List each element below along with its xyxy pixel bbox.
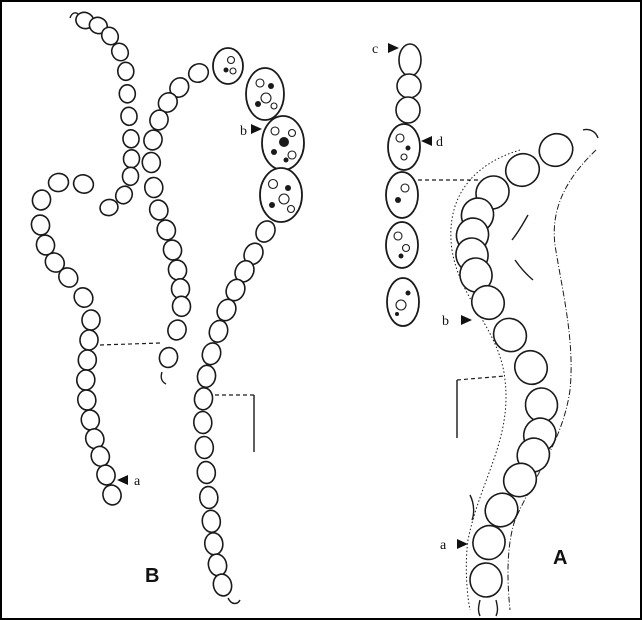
cell bbox=[123, 149, 140, 168]
cell bbox=[78, 349, 97, 370]
cell bbox=[122, 167, 139, 186]
cell bbox=[120, 107, 138, 126]
cell bbox=[469, 562, 503, 598]
marker-label-d-a: d bbox=[436, 135, 443, 150]
panel-label-a: A bbox=[553, 547, 567, 569]
marker-label-a-a: a bbox=[440, 538, 447, 553]
cell bbox=[117, 62, 134, 81]
cell bbox=[76, 369, 95, 390]
marker-label-b-b: b bbox=[240, 124, 247, 139]
cell bbox=[172, 296, 191, 317]
cell bbox=[119, 84, 136, 103]
cell bbox=[193, 411, 212, 434]
cell bbox=[122, 129, 140, 148]
marker-label-c-a: c bbox=[372, 42, 378, 57]
cell bbox=[195, 436, 214, 459]
marker-label-b-a: b bbox=[442, 314, 449, 329]
panel-label-b: B bbox=[145, 565, 159, 587]
marker-label-a-b: a bbox=[134, 474, 141, 489]
